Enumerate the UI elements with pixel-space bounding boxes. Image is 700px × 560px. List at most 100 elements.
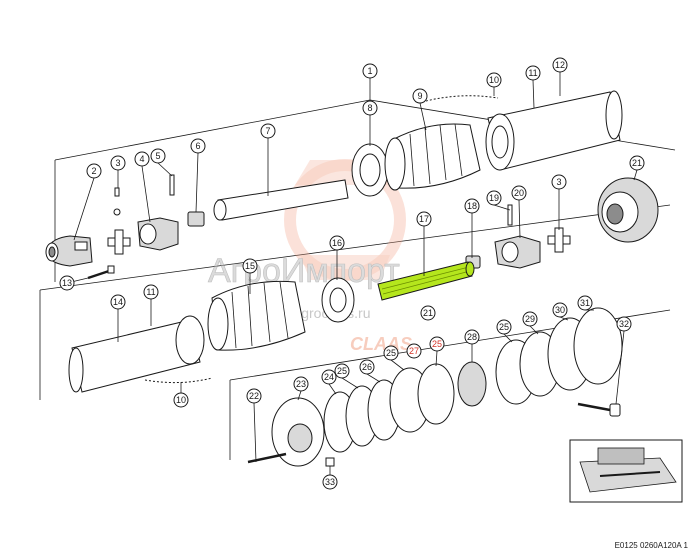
- svg-text:17: 17: [419, 214, 429, 224]
- part-bolt-32: [577, 402, 621, 417]
- callout-25-c: 25: [429, 336, 445, 352]
- part-sleeve-6: [187, 211, 205, 227]
- part-inner-tube-17-highlighted: [377, 261, 475, 301]
- svg-text:21: 21: [423, 308, 433, 318]
- part-friction-plates: [323, 307, 623, 453]
- part-nut-33: [325, 457, 335, 467]
- svg-text:25: 25: [337, 366, 347, 376]
- svg-text:6: 6: [195, 141, 200, 151]
- svg-text:12: 12: [555, 60, 565, 70]
- svg-text:4: 4: [139, 154, 144, 164]
- part-protective-bellows-15: [207, 280, 306, 351]
- callout-24: 24: [321, 369, 337, 385]
- machine-thumbnail: [569, 439, 683, 503]
- svg-text:15: 15: [245, 261, 255, 271]
- part-bolt-22: [247, 452, 287, 464]
- svg-text:3: 3: [115, 158, 120, 168]
- svg-text:11: 11: [146, 287, 155, 297]
- callout-11-lower: 11: [143, 284, 159, 300]
- svg-text:29: 29: [525, 314, 535, 324]
- svg-text:1: 1: [367, 66, 372, 76]
- svg-text:7: 7: [265, 126, 270, 136]
- callout-15: 15: [242, 258, 258, 274]
- callout-10-lower: 10: [173, 392, 189, 408]
- svg-text:22: 22: [249, 391, 259, 401]
- svg-text:5: 5: [155, 151, 160, 161]
- svg-text:33: 33: [325, 477, 335, 487]
- svg-text:27: 27: [409, 346, 419, 356]
- part-inner-yoke-4: [137, 217, 179, 251]
- svg-text:21: 21: [632, 158, 642, 168]
- callout-25-a: 25: [334, 363, 350, 379]
- part-inner-yoke-20: [494, 235, 541, 269]
- part-pin-5: [169, 174, 175, 196]
- callout-18: 18: [464, 198, 480, 214]
- svg-text:19: 19: [489, 193, 499, 203]
- callout-20: 20: [511, 185, 527, 201]
- svg-text:11: 11: [528, 68, 537, 78]
- part-yoke-2: [45, 235, 93, 267]
- callout-8: 8: [362, 100, 378, 116]
- callout-4: 4: [134, 151, 150, 167]
- callout-13: 13: [59, 275, 75, 291]
- part-bearing-ring-16: [321, 277, 355, 323]
- callout-14: 14: [110, 294, 126, 310]
- callout-28: 28: [464, 329, 480, 345]
- callout-16: 16: [329, 235, 345, 251]
- svg-text:9: 9: [417, 91, 422, 101]
- callout-30: 30: [552, 302, 568, 318]
- svg-text:31: 31: [580, 298, 590, 308]
- svg-text:28: 28: [467, 332, 477, 342]
- callout-25-d: 25: [496, 319, 512, 335]
- callout-12: 12: [552, 57, 568, 73]
- callout-26: 26: [359, 359, 375, 375]
- part-protective-tube-14: [68, 315, 205, 393]
- callout-32: 32: [616, 316, 632, 332]
- callouts: 1 2 3 4 5 6 7 8 9 10 11 12 13 14 15 16 1…: [59, 57, 645, 490]
- part-outer-tube-7: [213, 179, 349, 221]
- svg-text:25: 25: [499, 322, 509, 332]
- svg-text:23: 23: [296, 379, 306, 389]
- callout-33: 33: [322, 474, 338, 490]
- callout-27: 27: [406, 343, 422, 359]
- svg-text:20: 20: [514, 188, 524, 198]
- part-safety-chain-10-lower: [144, 377, 213, 384]
- callout-29: 29: [522, 311, 538, 327]
- svg-text:8: 8: [367, 103, 372, 113]
- callout-17: 17: [416, 211, 432, 227]
- svg-text:14: 14: [113, 297, 123, 307]
- svg-text:2: 2: [91, 166, 96, 176]
- callout-22: 22: [246, 388, 262, 404]
- callout-25-b: 25: [383, 345, 399, 361]
- svg-text:3: 3: [556, 177, 561, 187]
- callout-6: 6: [190, 138, 206, 154]
- part-bearing-ring-8: [351, 143, 389, 197]
- svg-text:13: 13: [62, 278, 72, 288]
- watermark-logo: CLAAS: [350, 334, 412, 354]
- part-pin-19: [507, 204, 513, 226]
- part-cross-journal-3-right: [547, 227, 571, 253]
- part-protective-cone-12: [485, 90, 623, 171]
- svg-text:18: 18: [467, 201, 477, 211]
- svg-text:16: 16: [332, 238, 342, 248]
- svg-text:26: 26: [362, 362, 372, 372]
- reference-code: E0125 0260A120A 1: [614, 541, 688, 550]
- callout-23: 23: [293, 376, 309, 392]
- part-cross-journal-3: [107, 187, 131, 255]
- svg-text:25: 25: [432, 339, 442, 349]
- callout-31: 31: [577, 295, 593, 311]
- callout-11: 11: [525, 65, 541, 81]
- part-protective-bellows-9: [384, 123, 481, 191]
- svg-text:24: 24: [324, 372, 334, 382]
- callout-5: 5: [150, 148, 166, 164]
- part-flange-hub-23: [271, 397, 325, 467]
- part-bolt-13: [87, 265, 115, 280]
- callout-21-upper: 21: [629, 155, 645, 171]
- callout-3-right: 3: [551, 174, 567, 190]
- callout-21-lower: 21: [420, 305, 436, 321]
- leader-lines: [66, 72, 638, 475]
- callout-3: 3: [110, 155, 126, 171]
- callout-1: 1: [362, 63, 378, 79]
- svg-text:10: 10: [176, 395, 186, 405]
